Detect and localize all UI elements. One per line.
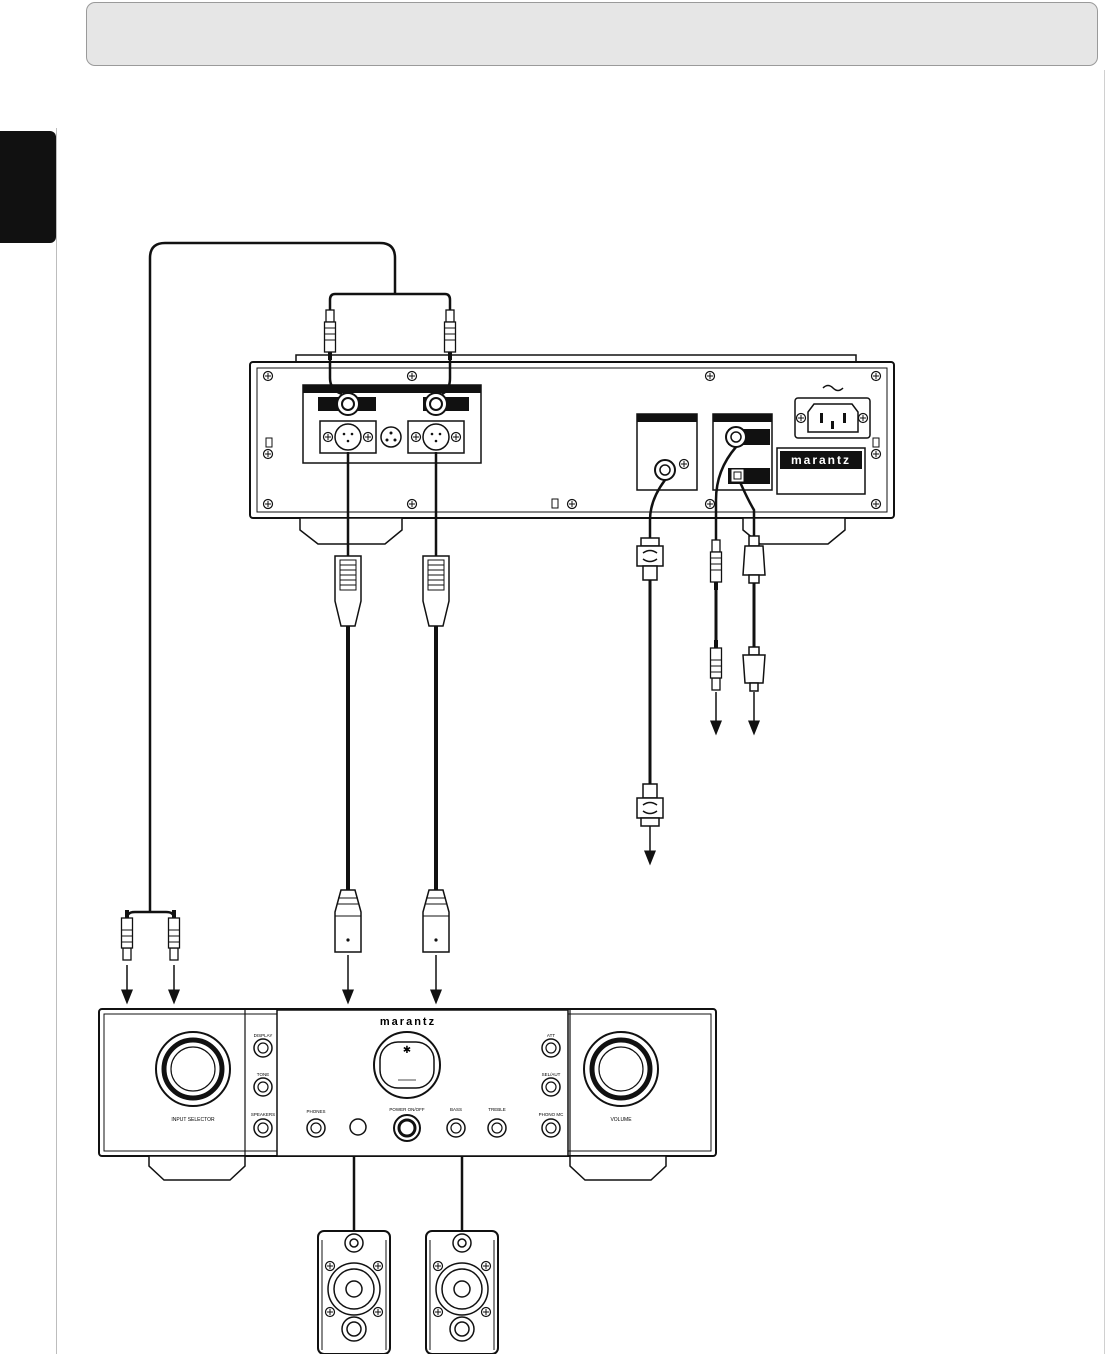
ir-sensor — [349, 1118, 367, 1136]
right-margin-rule — [1104, 70, 1105, 1354]
cables — [125, 241, 756, 1232]
ac-inlet-icon — [794, 384, 871, 439]
clock-input-panel — [636, 413, 698, 491]
xlr-plug-icon — [334, 555, 450, 953]
phono-mc-label: PHONO MC — [539, 1112, 565, 1117]
display-label: DISPLAY — [254, 1033, 273, 1038]
digital-output-panel — [712, 413, 773, 491]
speakers-label: SPEAKERS — [251, 1112, 275, 1117]
tone-label: TONE — [257, 1072, 269, 1077]
cd-brand-plate: marantz — [776, 447, 866, 495]
input-selector-label: INPUT SELECTOR — [171, 1117, 215, 1123]
att-label: ATT — [547, 1033, 555, 1038]
treble-label: TREBLE — [488, 1107, 506, 1112]
sel-aut-label: SEL/AUT — [542, 1072, 561, 1077]
phones-label: PHONES — [306, 1109, 325, 1114]
right-speaker — [425, 1230, 499, 1354]
amp-display-window: ✱ — [373, 1031, 441, 1099]
amp-brand-logo: marantz — [380, 1016, 436, 1028]
input-selector-knob — [155, 1031, 231, 1107]
optical-plug-icon — [742, 535, 766, 692]
cd-brand-logo: marantz — [791, 453, 851, 467]
amplifier-front-panel: INPUT SELECTOR VOLUME DISPLAY TONE SPEAK… — [98, 1008, 717, 1181]
volume-knob — [583, 1031, 659, 1107]
left-speaker — [317, 1230, 391, 1354]
bnc-plug-icon — [636, 537, 664, 827]
power-button — [393, 1114, 421, 1142]
cd-player-rear-panel: marantz — [249, 354, 895, 545]
power-label: POWER ON/OFF — [389, 1107, 424, 1112]
speaker-icon — [317, 1230, 499, 1354]
svg-text:✱: ✱ — [403, 1045, 411, 1056]
analog-output-panel — [302, 384, 482, 464]
side-divider-line — [56, 128, 57, 1354]
section-header-bar — [86, 2, 1098, 66]
bass-label: BASS — [450, 1107, 462, 1112]
volume-label: VOLUME — [610, 1117, 632, 1123]
language-side-tab — [0, 131, 56, 243]
arrow-down-icon — [121, 692, 760, 1005]
